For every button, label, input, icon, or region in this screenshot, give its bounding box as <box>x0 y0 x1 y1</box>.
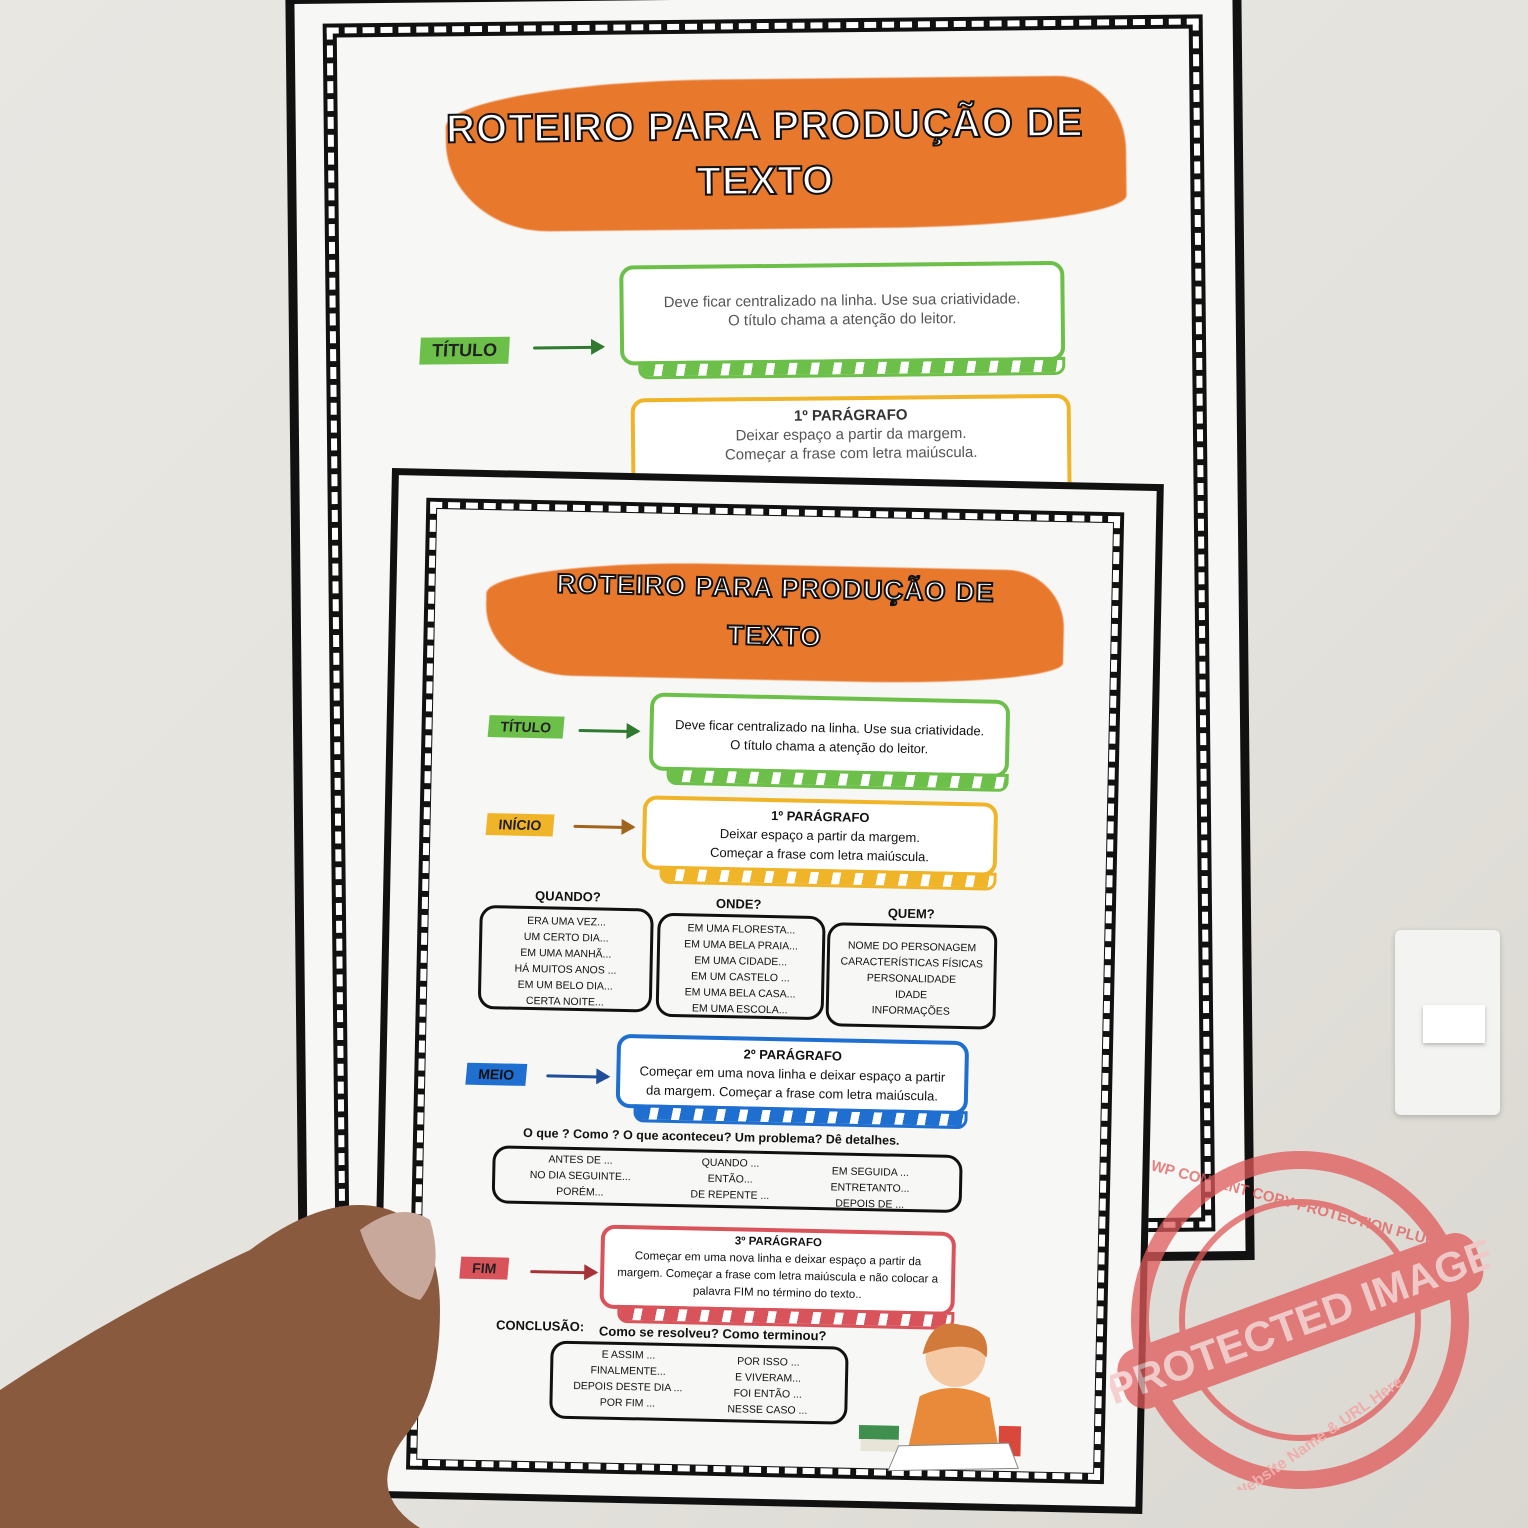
quando-heading: QUANDO? <box>534 888 601 905</box>
titulo-box: Deve ficar centralizado na linha. Use su… <box>648 692 1011 778</box>
text-line: INFORMAÇÕES <box>871 1004 950 1018</box>
text-line: DEPOIS DE ... <box>835 1197 905 1211</box>
conclusao-label: CONCLUSÃO: <box>495 1317 585 1335</box>
text-line: EM UMA ESCOLA... <box>691 1002 788 1017</box>
back-p1-text-2: Começar a frase com letra maiúscula. <box>724 443 978 464</box>
fim-tag: FIM <box>459 1256 510 1280</box>
fim-box: 3º PARÁGRAFO Começar em uma nova linha e… <box>599 1224 957 1316</box>
onde-box: EM UMA FLORESTA...EM UMA BELA PRAIA...EM… <box>655 912 826 1021</box>
quando-box: ERA UMA VEZ...UM CERTO DIA...EM UMA MANH… <box>477 904 654 1013</box>
text-line: PORÉM... <box>556 1185 604 1199</box>
text-line: NESSE CASO ... <box>727 1403 808 1417</box>
text-line: CERTA NOITE... <box>525 994 604 1009</box>
onde-heading: ONDE? <box>715 895 762 912</box>
protected-image-watermark: PROTECTED IMAGE WP CONTENT COPY PROTECTI… <box>1110 1151 1490 1490</box>
titulo-tag: TÍTULO <box>487 715 565 739</box>
conclusao-box: E ASSIM ...FINALMENTE...DEPOIS DESTE DIA… <box>549 1340 849 1425</box>
text-line: CARACTERÍSTICAS FÍSICAS <box>840 955 984 971</box>
meio-tag: MEIO <box>465 1062 528 1086</box>
meio-box: 2º PARÁGRAFO Começar em uma nova linha e… <box>615 1033 970 1116</box>
text-line: PROTECTED IMAGE <box>1110 1229 1490 1413</box>
boy-writing-illustration <box>858 1323 1022 1472</box>
back-titulo-tag: TÍTULO <box>419 336 510 365</box>
light-switch <box>1395 930 1500 1115</box>
front-worksheet: ROTEIRO PARA PRODUÇÃO DE TEXTO TÍTULO De… <box>370 468 1164 1514</box>
text-line: EM UMA BELA PRAIA... <box>684 938 799 953</box>
desenvolvimento-box: ANTES DE ...NO DIA SEGUINTE...PORÉM... Q… <box>491 1145 963 1214</box>
text-line: POR FIM ... <box>599 1396 656 1410</box>
inicio-box: 1º PARÁGRAFO Deixar espaço a partir da m… <box>641 795 999 877</box>
text-line: DEPOIS DESTE DIA ... <box>573 1379 683 1395</box>
quem-heading: QUEM? <box>887 905 935 922</box>
text-line: DE REPENTE ... <box>690 1188 770 1203</box>
text-line: NO DIA SEGUINTE... <box>529 1169 631 1184</box>
inicio-tag: INÍCIO <box>485 813 555 837</box>
hand <box>0 1205 440 1528</box>
